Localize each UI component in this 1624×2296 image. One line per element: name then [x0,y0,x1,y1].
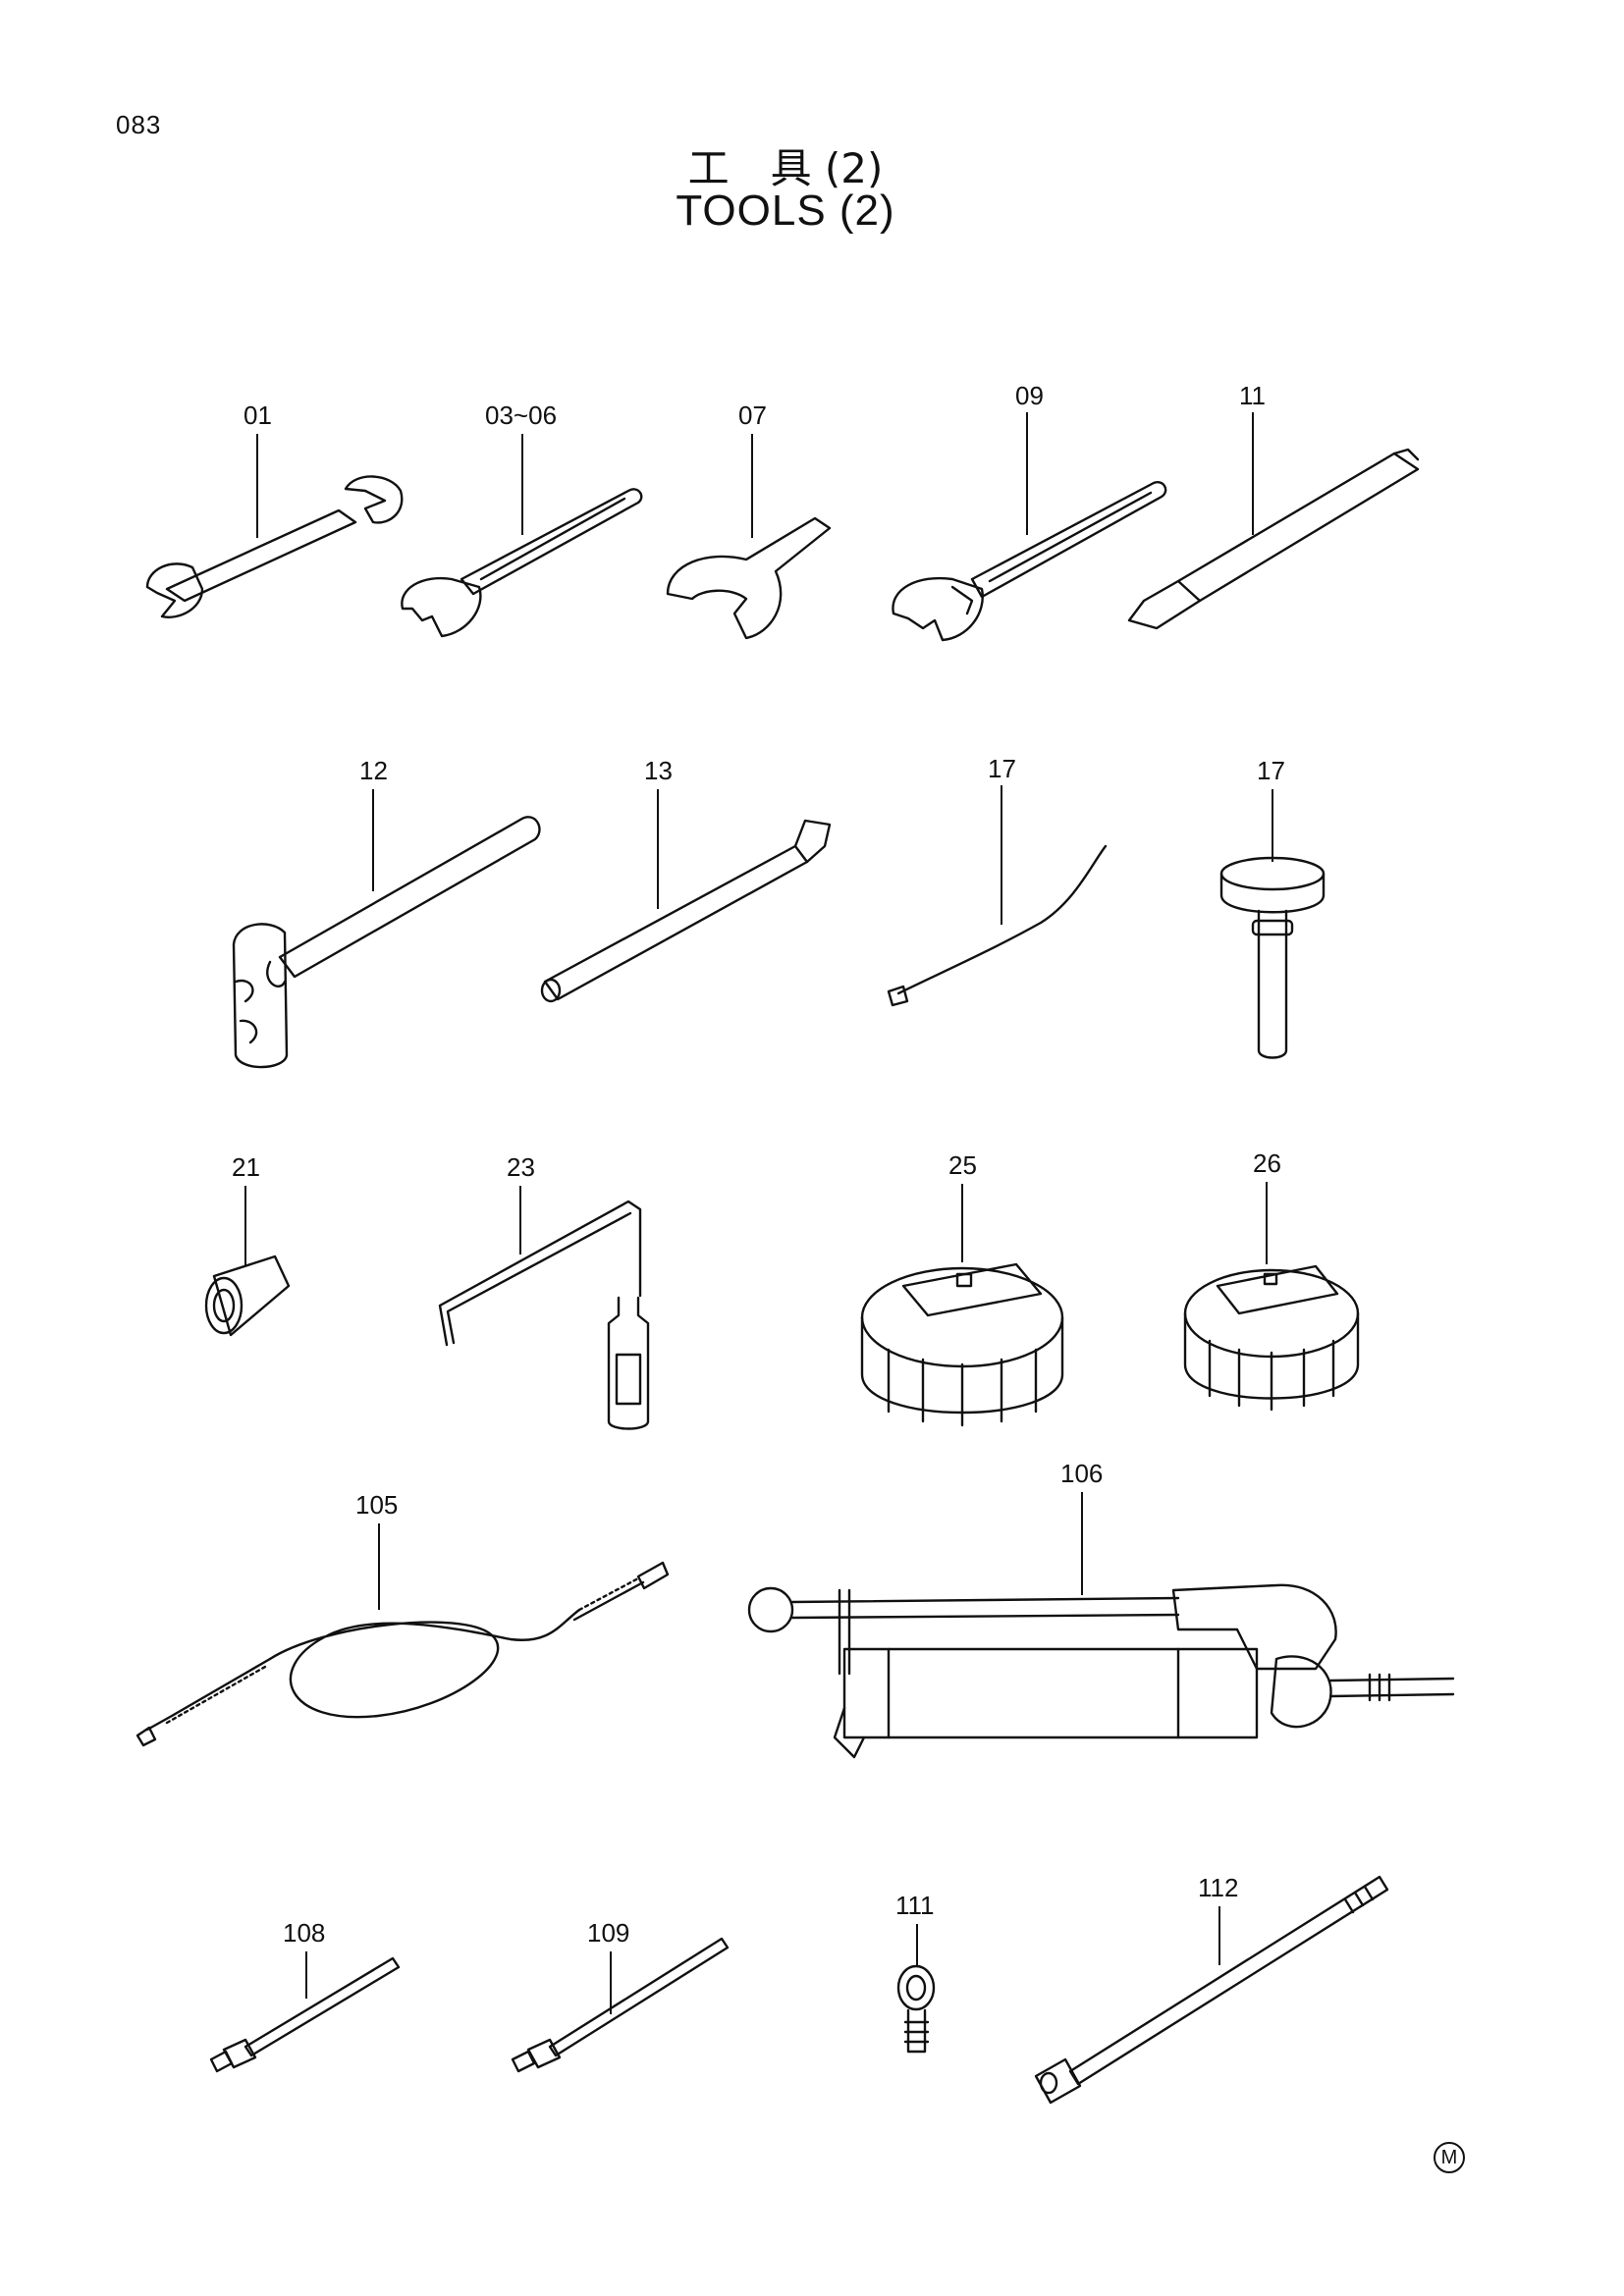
callout-09: 09 [1015,381,1044,410]
hook-spanner-icon [666,516,832,640]
callout-25: 25 [948,1150,977,1180]
pry-bar-icon [540,819,832,1003]
page-title-english: TOOLS (2) [676,187,895,235]
callout-17b: 17 [1257,756,1285,785]
long-stud-bolt-icon [1034,1875,1389,2105]
eye-bolt-icon [896,1964,936,2054]
callout-26: 26 [1253,1148,1281,1178]
ball-peen-hammer-icon [232,816,541,1069]
manufacturer-mark-icon: M [1434,2142,1465,2173]
hydraulic-hose-icon [135,1561,670,1747]
callout-01: 01 [244,400,272,430]
page-title-japanese: 工 具 (2) [687,144,884,192]
callout-105: 105 [355,1490,398,1520]
adjustable-wrench-icon [892,481,1167,642]
cup-puller-icon [1219,856,1326,1059]
filter-cap-wrench-icon [860,1262,1064,1427]
page-number: 083 [116,110,162,139]
open-end-spanner-icon [401,488,643,638]
callout-07: 07 [738,400,767,430]
callout-23: 23 [507,1152,535,1182]
callout-12: 12 [359,756,388,785]
callout-13: 13 [644,756,673,785]
callout-109: 109 [587,1918,629,1948]
open-end-wrench-icon [145,475,404,618]
callout-106: 106 [1060,1459,1103,1488]
callout-112: 112 [1198,1873,1238,1902]
bent-rod-icon [887,844,1108,1007]
threaded-rod-icon-108 [209,1956,401,2073]
callout-21: 21 [232,1152,260,1182]
callout-03-06: 03~06 [485,400,557,430]
flat-chisel-icon [1127,448,1420,630]
t-handle-hex-key-icon [438,1200,650,1430]
threaded-rod-icon-109 [511,1937,730,2073]
spline-socket-icon [204,1255,291,1337]
hydraulic-hand-pump-icon [747,1583,1455,1759]
callout-111: 111 [895,1891,935,1920]
callout-17a: 17 [988,754,1016,783]
callout-108: 108 [283,1918,325,1948]
filter-cap-wrench-icon-2 [1183,1264,1360,1412]
callout-11: 11 [1239,381,1266,410]
